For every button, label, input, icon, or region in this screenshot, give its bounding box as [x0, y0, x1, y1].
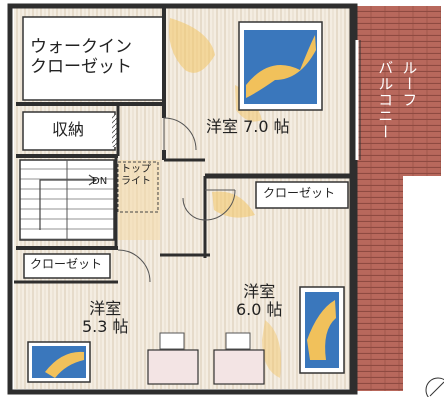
walk-in-closet-area	[22, 16, 165, 101]
bed-room1	[238, 21, 323, 111]
western-room-1-name: 洋室	[206, 117, 239, 136]
desk	[147, 349, 199, 385]
western-room-3-label: 洋室 5.3 帖	[82, 299, 129, 337]
sunlight-wash	[169, 18, 215, 73]
western-room-3-size: 5.3 帖	[82, 317, 129, 337]
storage-door	[112, 115, 118, 147]
sunlight-wash	[212, 191, 255, 218]
bed-room3	[27, 341, 91, 383]
walk-in-closet-label: ウォークイン クローゼット	[30, 37, 132, 77]
walk-in-closet-line1: ウォークイン	[30, 37, 132, 57]
roof-balcony-label-col1: ルーフ	[400, 60, 419, 108]
stair-arrow	[39, 179, 95, 230]
stair-arrow-head	[88, 174, 98, 186]
north-arrow-icon	[425, 377, 444, 401]
closet-b-area	[255, 181, 349, 209]
walls	[7, 3, 358, 395]
skylight-label: トップ ライト	[121, 164, 151, 187]
sunlight-wash	[118, 160, 160, 240]
stair-dn-label: DN	[92, 176, 108, 187]
skylight-area	[117, 161, 159, 213]
closet-b-label: クローゼット	[263, 186, 336, 200]
western-room-2-label: 洋室 6.0 帖	[236, 282, 283, 320]
walk-in-closet-line2: クローゼット	[30, 56, 132, 77]
balcony-edge	[403, 180, 444, 397]
storage-label: 収納	[52, 120, 85, 139]
western-room-1-size: 7.0 帖	[243, 117, 290, 136]
western-room-2-size: 6.0 帖	[236, 300, 283, 320]
balcony-deck	[357, 6, 441, 176]
sunlight-wash	[262, 320, 281, 378]
balcony-deck-lower	[357, 176, 403, 391]
desk	[213, 349, 265, 385]
desk-chair	[159, 332, 185, 350]
western-room-1-label: 洋室 7.0 帖	[206, 117, 290, 136]
skylight-line2: ライト	[121, 175, 151, 187]
storage-area	[22, 111, 116, 151]
bed-room2	[299, 286, 345, 374]
western-room-2-name: 洋室	[243, 282, 276, 301]
closet-a-label: クローゼット	[30, 257, 103, 271]
closet-a-area	[23, 253, 111, 279]
western-room-3-name: 洋室	[89, 299, 122, 318]
door-swings	[117, 117, 236, 283]
roof-balcony-label-col2: バルコニー	[376, 60, 395, 140]
skylight-line1: トップ	[121, 164, 151, 175]
desk-chair	[225, 332, 251, 350]
